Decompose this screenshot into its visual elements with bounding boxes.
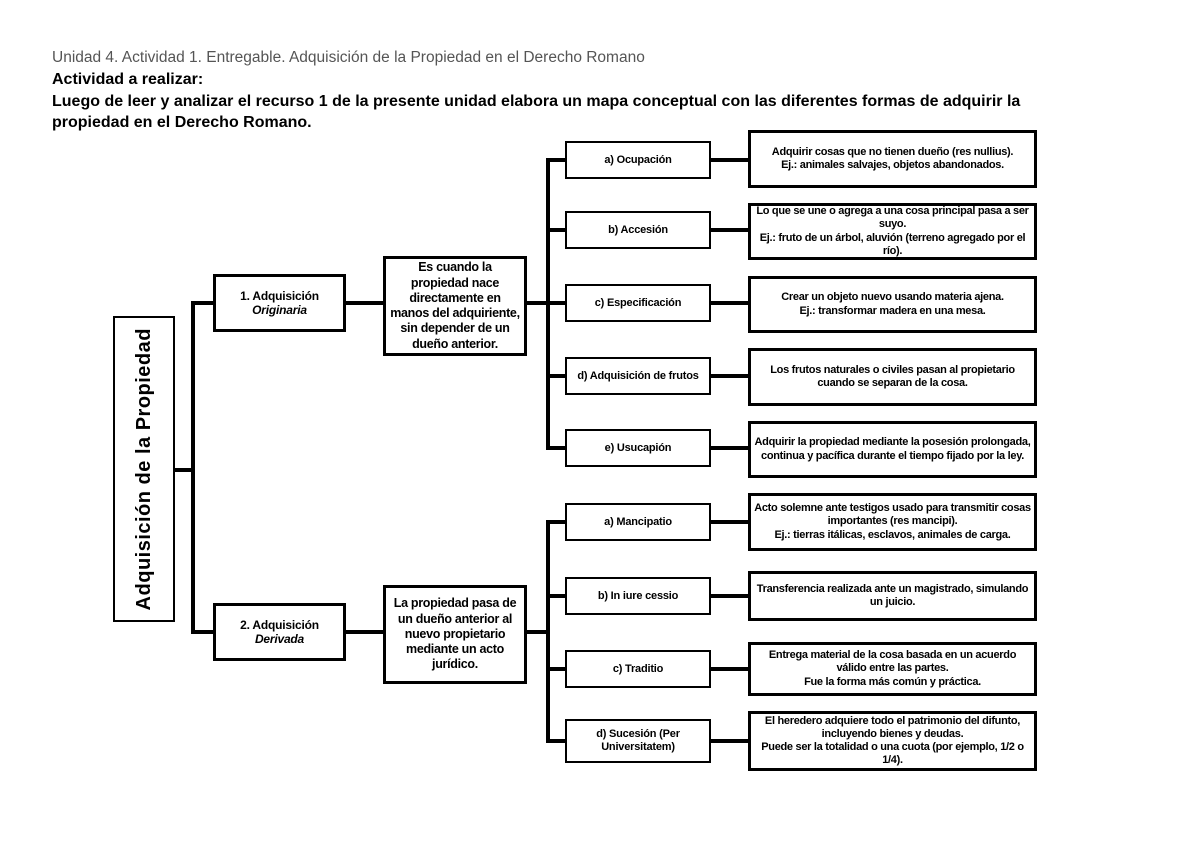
page-header: Unidad 4. Actividad 1. Entregable. Adqui… xyxy=(52,48,1162,134)
connector-line xyxy=(711,374,748,378)
connector-line xyxy=(546,667,565,671)
method-description-adquisicion-de-frutos: Los frutos naturales o civiles pasan al … xyxy=(748,348,1037,406)
connector-line xyxy=(346,630,383,634)
connector-line xyxy=(546,374,565,378)
connector-line xyxy=(711,301,748,305)
method-node-traditio: c) Traditio xyxy=(565,650,711,688)
connector-line xyxy=(546,739,565,743)
method-node-mancipatio: a) Mancipatio xyxy=(565,503,711,541)
branch-description-derivada: La propiedad pasa de un dueño anterior a… xyxy=(383,585,527,684)
connector-line xyxy=(527,301,548,305)
method-description-especificacion: Crear un objeto nuevo usando materia aje… xyxy=(748,276,1037,333)
branch-node-originaria: 1. Adquisición Originaria xyxy=(213,274,346,332)
connector-line xyxy=(546,228,565,232)
method-description-sucesion-per-universitatem: El heredero adquiere todo el patrimonio … xyxy=(748,711,1037,771)
branch-label-derivada: 2. Adquisición Derivada xyxy=(240,618,319,646)
connector-line xyxy=(175,468,193,472)
connector-line xyxy=(546,301,565,305)
connector-line xyxy=(193,630,213,634)
activity-instructions: Luego de leer y analizar el recurso 1 de… xyxy=(52,93,1021,132)
branch-description-originaria: Es cuando la propiedad nace directamente… xyxy=(383,256,527,356)
method-node-accesion: b) Accesión xyxy=(565,211,711,249)
connector-line xyxy=(546,446,565,450)
connector-line xyxy=(546,594,565,598)
method-description-traditio: Entrega material de la cosa basada en un… xyxy=(748,642,1037,696)
branch-label-originaria: 1. Adquisición Originaria xyxy=(240,289,319,317)
method-description-ocupacion: Adquirir cosas que no tienen dueño (res … xyxy=(748,130,1037,188)
method-node-ocupacion: a) Ocupación xyxy=(565,141,711,179)
connector-line xyxy=(711,446,748,450)
method-node-especificacion: c) Especificación xyxy=(565,284,711,322)
connector-line xyxy=(711,739,748,743)
connector-line xyxy=(546,520,565,524)
connector-line xyxy=(527,630,548,634)
activity-label: Actividad a realizar: xyxy=(52,71,204,89)
branch-node-derivada: 2. Adquisición Derivada xyxy=(213,603,346,661)
connector-line xyxy=(546,520,550,743)
connector-line xyxy=(346,301,383,305)
connector-line xyxy=(711,228,748,232)
method-description-mancipatio: Acto solemne ante testigos usado para tr… xyxy=(748,493,1037,551)
method-node-usucapion: e) Usucapión xyxy=(565,429,711,467)
method-description-in-iure-cessio: Transferencia realizada ante un magistra… xyxy=(748,571,1037,621)
page-title: Unidad 4. Actividad 1. Entregable. Adqui… xyxy=(52,49,645,66)
connector-line xyxy=(711,594,748,598)
method-description-usucapion: Adquirir la propiedad mediante la posesi… xyxy=(748,421,1037,478)
connector-line xyxy=(193,301,213,305)
connector-line xyxy=(711,520,748,524)
method-node-sucesion-per-universitatem: d) Sucesión (Per Universitatem) xyxy=(565,719,711,763)
root-node-label: Adquisición de la Propiedad xyxy=(132,327,155,611)
connector-line xyxy=(711,158,748,162)
method-description-accesion: Lo que se une o agrega a una cosa princi… xyxy=(748,203,1037,260)
connector-line xyxy=(191,301,195,634)
connector-line xyxy=(711,667,748,671)
method-node-adquisicion-de-frutos: d) Adquisición de frutos xyxy=(565,357,711,395)
root-node: Adquisición de la Propiedad xyxy=(113,316,175,622)
method-node-in-iure-cessio: b) In iure cessio xyxy=(565,577,711,615)
connector-line xyxy=(546,158,565,162)
